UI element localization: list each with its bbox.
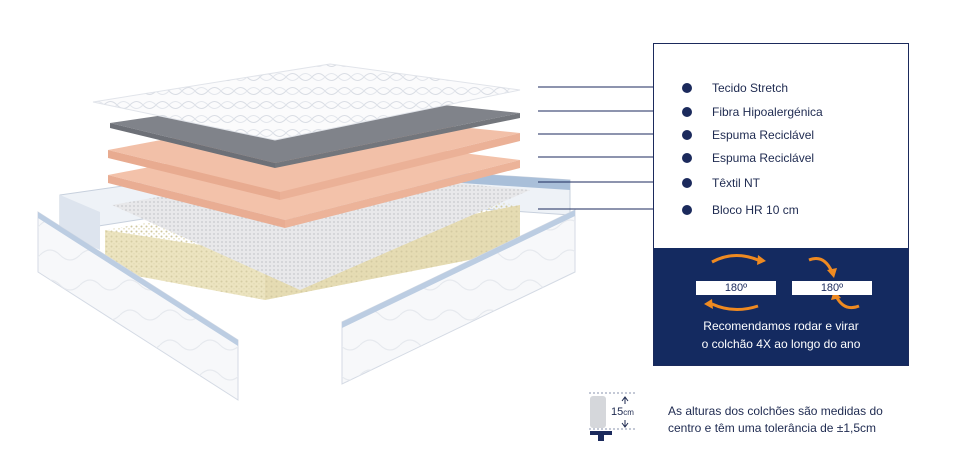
- side-panels: [37, 209, 576, 401]
- rotate-icon: [704, 254, 766, 311]
- layer-label: Espuma Reciclável: [712, 151, 815, 165]
- flip-degrees: 180º: [792, 281, 872, 295]
- recommendation-box: 180º 180º Recomendamos rodar e virar o c…: [654, 248, 908, 365]
- layer-label: Bloco HR 10 cm: [712, 203, 799, 217]
- layer-label: Espuma Reciclável: [712, 128, 815, 142]
- height-unit: cm: [623, 408, 634, 417]
- height-icon: [589, 392, 635, 441]
- stretch-fabric-layer: [92, 63, 521, 141]
- note-line-1: As alturas dos colchões são medidas do: [668, 404, 883, 418]
- rotate-degrees: 180º: [696, 281, 776, 295]
- rotation-icons: [704, 254, 860, 311]
- recommendation-line-1: Recomendamos rodar e virar: [703, 319, 859, 333]
- height-value: 15: [611, 406, 624, 418]
- layer-label: Tecido Stretch: [712, 81, 789, 95]
- layer-legend-panel: Tecido Stretch Fibra Hipoalergénica Espu…: [653, 43, 909, 366]
- height-tolerance-note: As alturas dos colchões são medidas do c…: [668, 403, 883, 437]
- height-label: 15cm: [611, 406, 634, 418]
- note-line-2: centro e têm uma tolerância de ±1,5cm: [668, 421, 877, 435]
- recommendation-line-2: o colchão 4X ao longo do ano: [701, 337, 861, 351]
- layer-label: Têxtil NT: [712, 176, 760, 190]
- legend-bullets: [682, 83, 692, 215]
- layer-label: Fibra Hipoalergénica: [712, 105, 823, 119]
- recommendation-text: Recomendamos rodar e virar o colchão 4X …: [654, 317, 908, 353]
